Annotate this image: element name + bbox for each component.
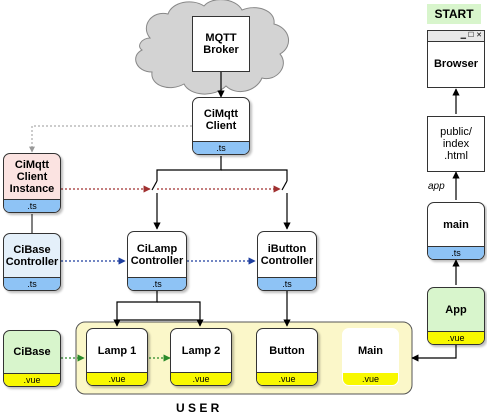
app-type: .vue <box>428 331 484 344</box>
lamp1-label: Lamp 1 <box>97 344 137 357</box>
browser-window-buttons: ▁ ☐ ✕ <box>460 32 482 39</box>
lamp1-node: Lamp 1 .vue <box>86 328 148 386</box>
cimqtt-client-label: CiMqtt Client <box>203 107 239 132</box>
cilamp-controller-type: .ts <box>128 277 186 290</box>
cibase-controller-type: .ts <box>4 277 60 290</box>
main-ts-label: main <box>443 218 469 231</box>
cibase-controller-node: CiBase Controller .ts <box>3 233 61 291</box>
browser-label: Browser <box>433 58 479 70</box>
ibutton-controller-node: iButton Controller .ts <box>257 231 317 291</box>
main-ts-node: main .ts <box>427 202 485 260</box>
cilamp-controller-node: CiLamp Controller .ts <box>127 231 187 291</box>
cibase-label: CiBase <box>13 346 51 358</box>
cimqtt-client-type: .ts <box>193 141 249 154</box>
button-node: Button .vue <box>256 328 318 386</box>
main-vue-label: Main <box>357 345 384 357</box>
main-vue-type: .vue <box>343 373 398 385</box>
cimqtt-client-instance-label: CiMqtt Client Instance <box>9 158 55 195</box>
cibase-controller-label: CiBase Controller <box>5 243 59 268</box>
lamp2-node: Lamp 2 .vue <box>170 328 232 386</box>
lamp1-type: .vue <box>87 372 147 385</box>
cibase-node: CiBase .vue <box>3 330 61 387</box>
browser-window: ▁ ☐ ✕ Browser <box>427 30 485 88</box>
cimqtt-client-instance-type: .ts <box>4 199 60 212</box>
button-type: .vue <box>257 372 317 385</box>
mqtt-broker-box: MQTT Broker <box>192 16 250 72</box>
ibutton-controller-label: iButton Controller <box>260 242 314 267</box>
start-label: START <box>427 4 481 24</box>
index-html-label: public/ index .html <box>440 126 472 162</box>
lamp2-label: Lamp 2 <box>181 344 221 357</box>
main-ts-type: .ts <box>428 246 484 259</box>
browser-titlebar: ▁ ☐ ✕ <box>428 31 484 42</box>
lamp2-type: .vue <box>171 372 231 385</box>
cibase-type: .vue <box>4 373 60 386</box>
ibutton-controller-type: .ts <box>258 277 316 290</box>
cilamp-controller-label: CiLamp Controller <box>130 242 184 267</box>
app-node: App .vue <box>427 287 485 345</box>
mqtt-broker-label: MQTT Broker <box>203 32 239 56</box>
cimqtt-client-instance-node: CiMqtt Client Instance .ts <box>3 153 61 213</box>
button-label: Button <box>269 344 305 357</box>
user-label: U S E R <box>176 401 220 415</box>
app-label: App <box>445 303 467 316</box>
main-vue-node: Main .vue <box>342 328 399 386</box>
index-html-box: public/ index .html <box>427 116 485 172</box>
cimqtt-client-node: CiMqtt Client .ts <box>192 97 250 155</box>
app-text-label: app <box>428 181 445 192</box>
